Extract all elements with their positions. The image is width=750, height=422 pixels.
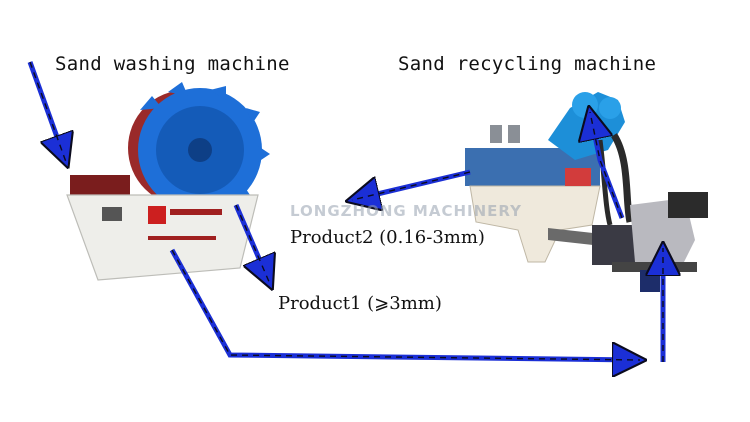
washing-machine-label: Sand washing machine xyxy=(55,53,290,75)
overflow-arrow xyxy=(169,248,640,360)
product2-arrow-dash xyxy=(351,171,471,201)
product1-arrow-dash xyxy=(235,204,271,285)
product1-label: Product1 (⩾3mm) xyxy=(278,293,442,314)
cyclone-feed-arrow xyxy=(590,112,625,219)
sand-washing-machine-icon xyxy=(66,82,270,281)
flow-arrows xyxy=(27,61,663,362)
watermark: LONGZHONG MACHINERY xyxy=(290,202,522,220)
sand-recycling-machine-icon xyxy=(465,92,708,292)
feed-arrow-dash xyxy=(29,61,67,163)
product2-label: Product2 (0.16-3mm) xyxy=(290,227,485,248)
recycling-machine-label: Sand recycling machine xyxy=(398,53,657,75)
